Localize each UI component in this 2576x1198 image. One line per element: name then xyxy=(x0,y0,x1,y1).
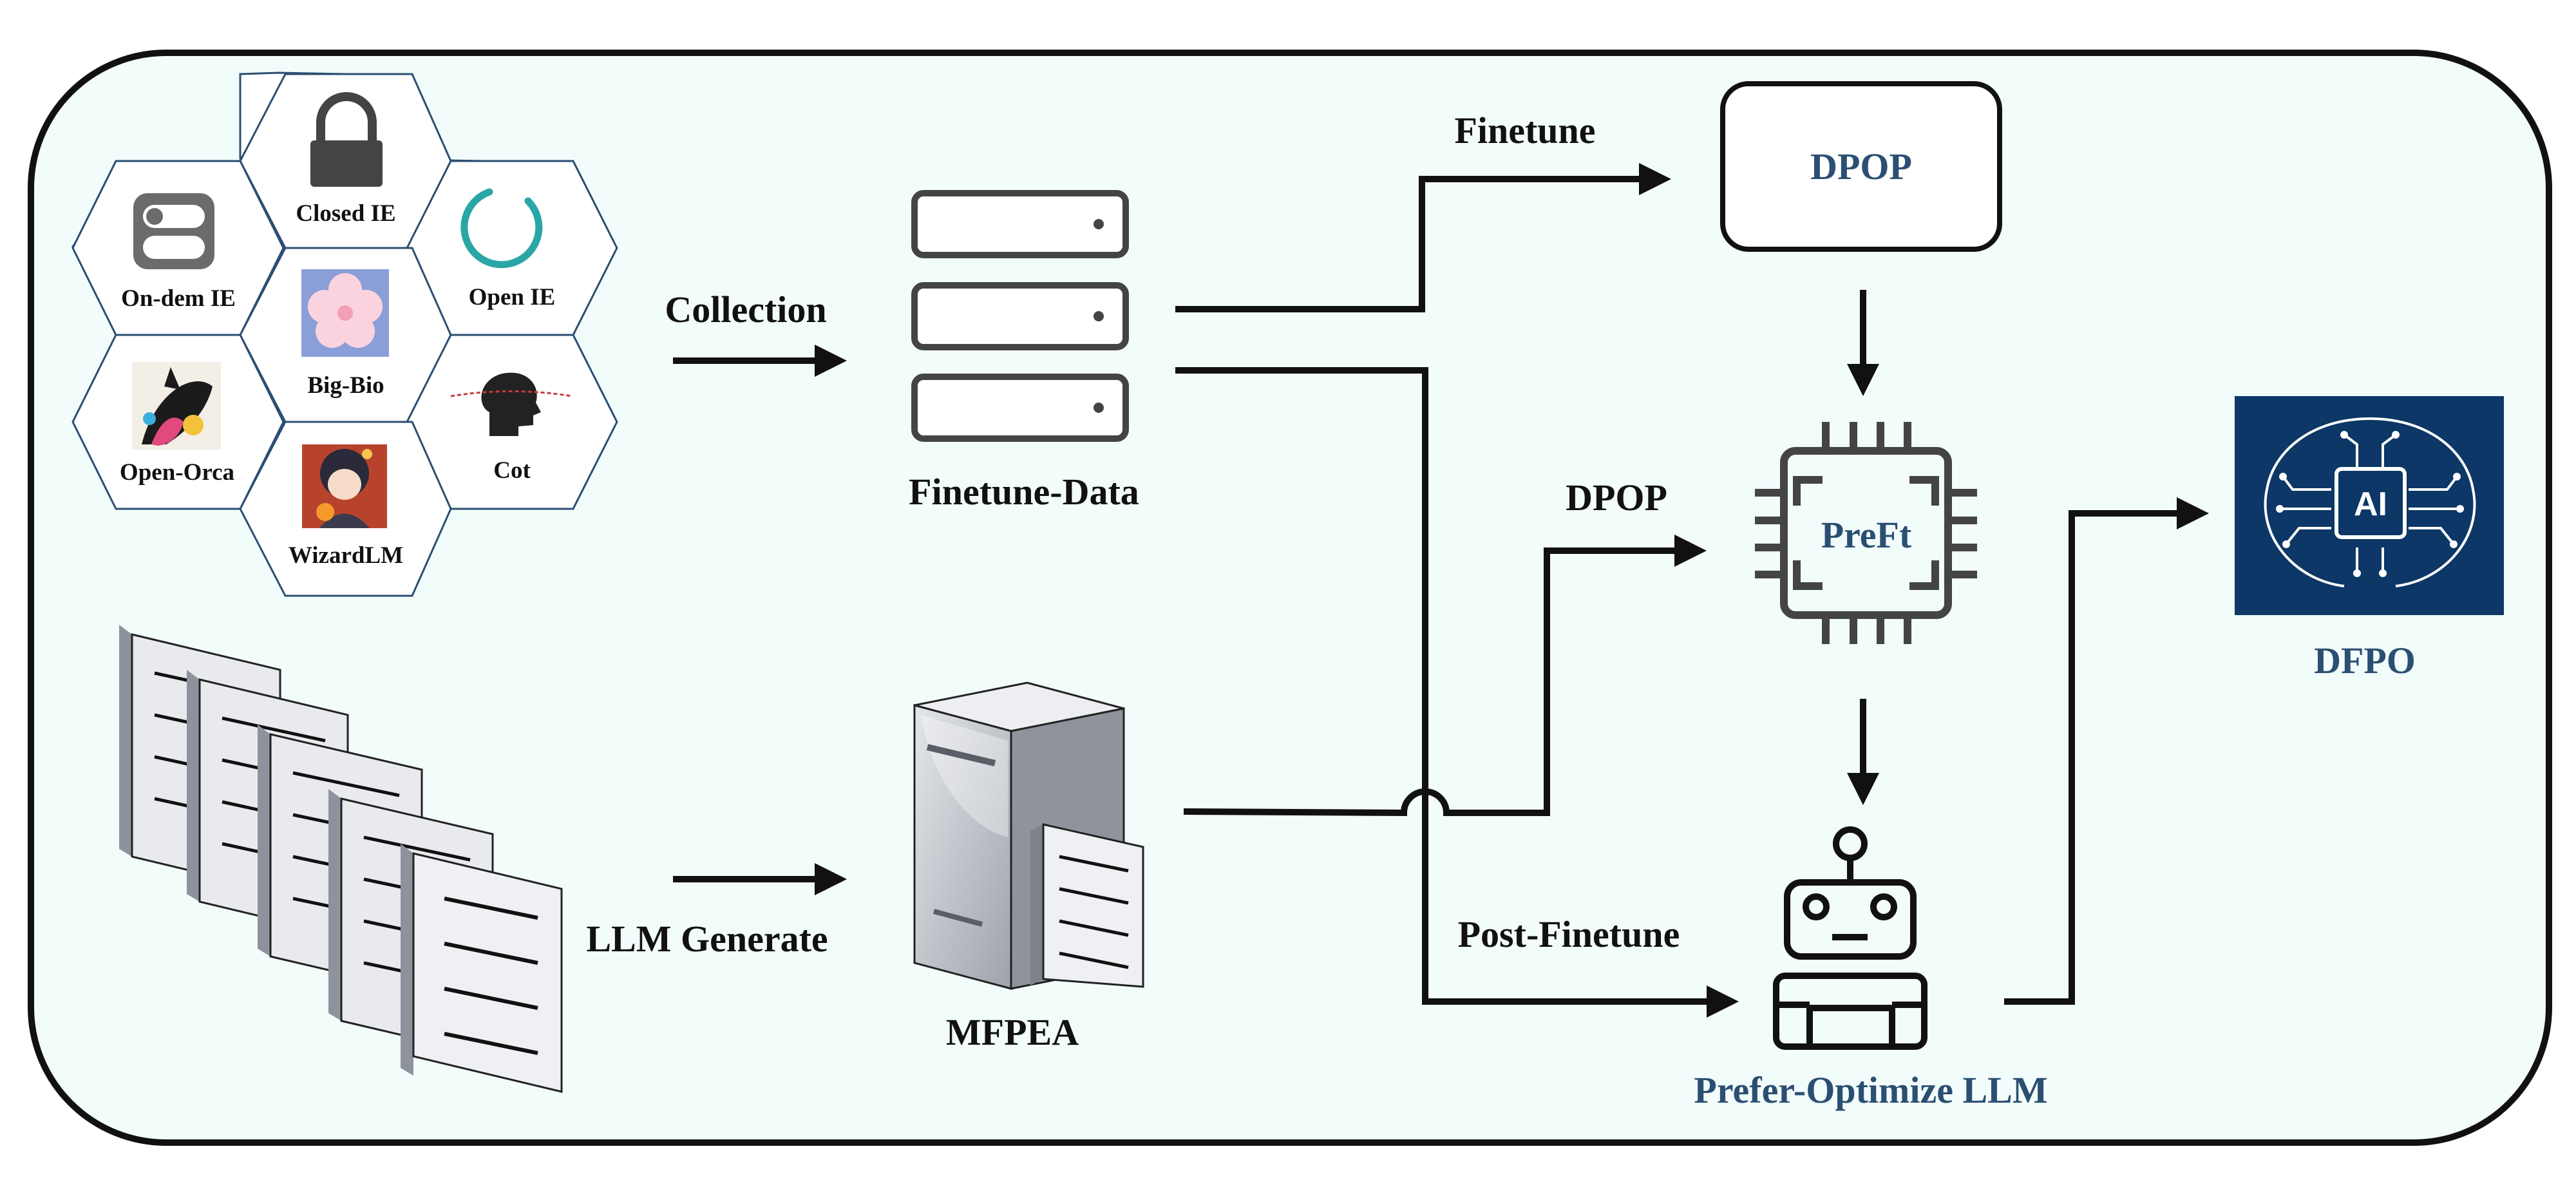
label-dpop-box: DPOP xyxy=(1810,146,1912,187)
hex-label-closed-ie: Closed IE xyxy=(296,200,395,227)
label-llm-generate: LLM Generate xyxy=(586,918,828,960)
label-post-finetune: Post-Finetune xyxy=(1458,913,1680,955)
label-mfpea: MFPEA xyxy=(946,1011,1079,1053)
arrow-finetune xyxy=(1175,163,1671,312)
anime-character-image xyxy=(302,444,387,528)
orca-image xyxy=(132,362,221,450)
label-preft: PreFt xyxy=(1821,514,1912,556)
flower-icon xyxy=(301,269,389,357)
chip-icon xyxy=(1755,422,1977,644)
hex-label-on-dem-ie: On-dem IE xyxy=(121,285,236,312)
toggle-icon xyxy=(133,193,214,269)
database-lights xyxy=(1094,219,1104,413)
label-dpop-edge: DPOP xyxy=(1566,477,1667,518)
label-finetune: Finetune xyxy=(1454,109,1595,151)
label-prefer-optimize-llm: Prefer-Optimize LLM xyxy=(1694,1069,2047,1111)
database-stack-icon xyxy=(911,190,1129,442)
document-stack-icon xyxy=(119,625,563,1093)
server-with-document-icon xyxy=(913,681,1144,990)
label-finetune-data: Finetune-Data xyxy=(909,471,1139,513)
hex-label-cot: Cot xyxy=(493,457,531,484)
label-dfpo: DFPO xyxy=(2314,640,2416,681)
loading-ring-icon xyxy=(460,188,543,269)
arrow-to-dfpo xyxy=(2004,497,2209,1005)
arrow-post-finetune xyxy=(1175,367,1739,1018)
head-silhouette-image xyxy=(450,364,573,436)
robot-icon xyxy=(1773,826,1927,1050)
label-collection: Collection xyxy=(665,289,826,330)
hex-label-open-ie: Open IE xyxy=(469,284,556,310)
connectors xyxy=(673,163,2209,1018)
dpop-box xyxy=(1720,81,2002,252)
ai-badge-text: AI xyxy=(2354,486,2387,523)
lock-icon xyxy=(310,92,383,187)
outer-frame xyxy=(28,50,2552,1146)
ai-brain-circuit-icon: AI xyxy=(2235,396,2504,615)
hex-label-open-orca: Open-Orca xyxy=(120,459,234,486)
hex-label-big-bio: Big-Bio xyxy=(307,372,384,399)
hex-label-wizardlm: WizardLM xyxy=(289,542,403,569)
arrow-dpop xyxy=(1183,535,1707,817)
